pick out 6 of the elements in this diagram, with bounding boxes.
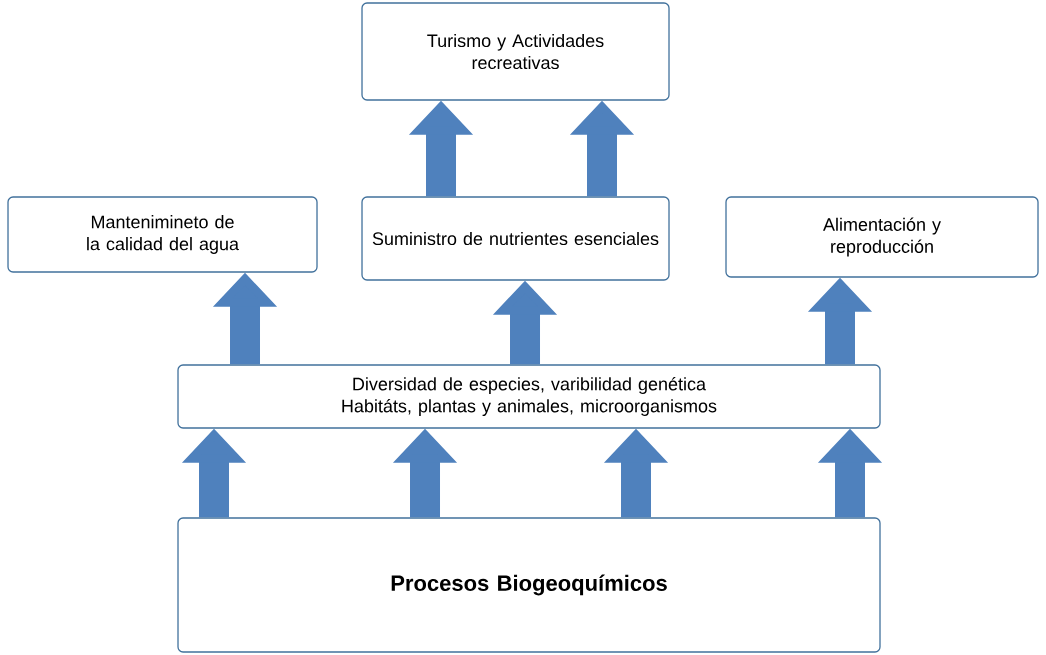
process-box: Mantenimineto de la calidad del agua: [7, 196, 318, 273]
process-box: Procesos Biogeoquímicos: [177, 517, 881, 653]
process-box: Alimentación y reproducción: [725, 196, 1039, 278]
process-box: Suministro de nutrientes esenciales: [361, 196, 670, 281]
process-box: Turismo y Actividades recreativas: [361, 2, 670, 101]
process-box: Diversidad de especies, varibilidad genética Habitáts, plantas y animales, microorganismos: [177, 364, 881, 429]
